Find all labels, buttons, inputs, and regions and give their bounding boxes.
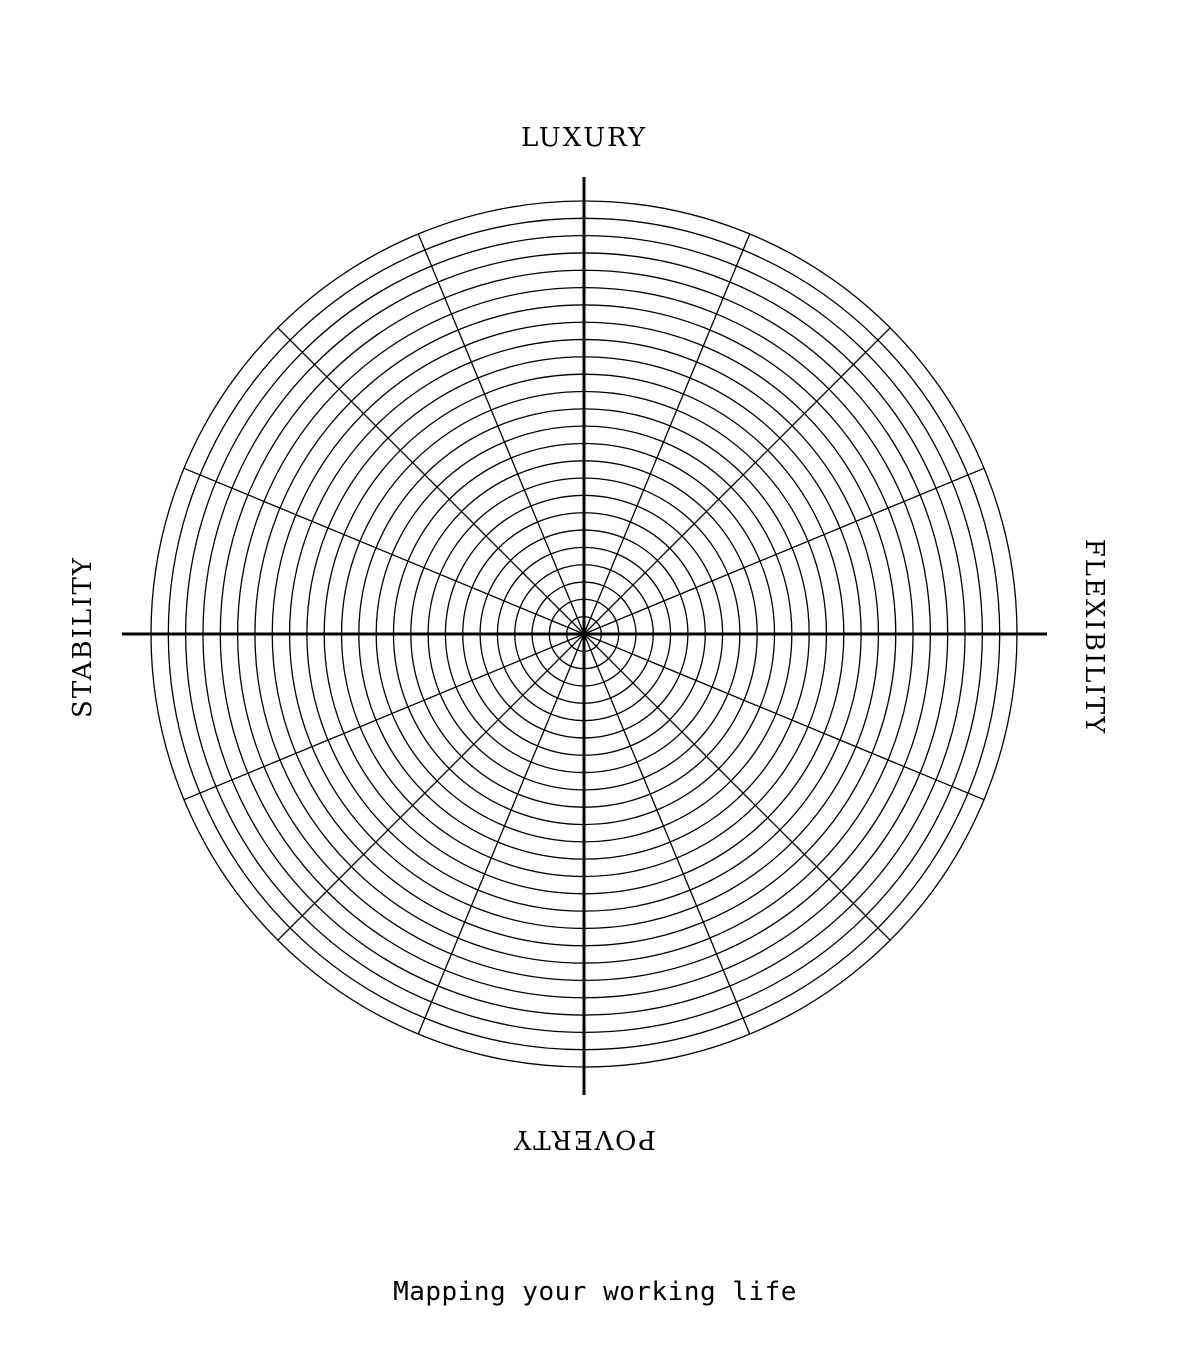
label-poverty: POVERTY [512,1124,656,1154]
grid-spoke [583,467,985,635]
label-luxury: LUXURY [521,123,647,153]
caption: Mapping your working life [393,1277,797,1307]
grid-spoke [277,327,585,635]
grid-spoke [583,633,985,801]
grid-spoke [417,633,585,1035]
grid-spoke [583,633,751,1035]
grid-spoke [583,327,891,635]
grid-spoke [277,633,585,941]
radial-spokes [183,233,985,1035]
grid-spoke [583,633,891,941]
label-stability: STABILITY [68,556,98,718]
grid-spoke [417,233,585,635]
grid-spoke [183,633,585,801]
main-axes [122,177,1047,1095]
grid-spoke [183,467,585,635]
label-flexibility: FLEXIBILITY [1079,539,1109,735]
grid-spoke [583,233,751,635]
